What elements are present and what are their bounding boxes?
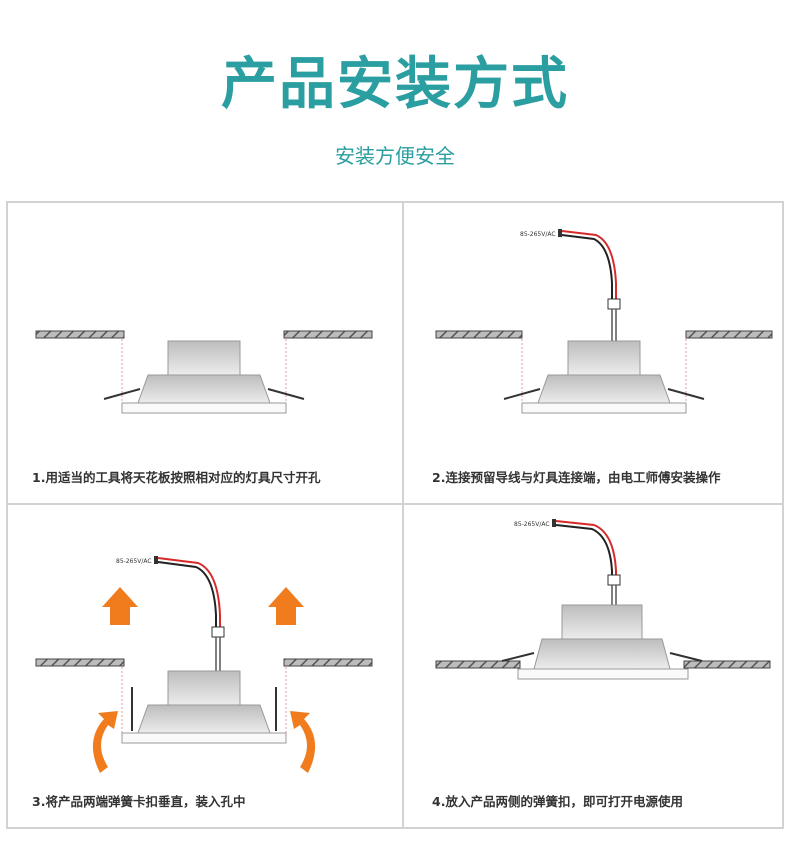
step-4-voltage-label: 85-265V/AC bbox=[514, 521, 550, 528]
wire-end-cap bbox=[154, 556, 158, 564]
step-3-voltage-label: 85-265V/AC bbox=[116, 558, 152, 565]
step-1-illustration bbox=[35, 330, 373, 414]
wire-end-cap bbox=[552, 519, 556, 527]
lamp-trim bbox=[521, 402, 687, 414]
up-arrow-left-icon bbox=[102, 587, 138, 625]
ceiling-right bbox=[283, 330, 373, 339]
wire-black bbox=[157, 561, 217, 629]
lamp-body bbox=[537, 374, 671, 404]
step-2-voltage-label: 85-265V/AC bbox=[520, 231, 556, 238]
page-subtitle: 安装方便安全 bbox=[335, 144, 455, 168]
terminal-block bbox=[607, 298, 621, 310]
step-2-panel: 85-265V/AC 2.连接预留导线与灯具连接端，由电工师傅安装操作 bbox=[404, 203, 790, 503]
page-title: 产品安装方式 bbox=[221, 52, 569, 117]
lamp-driver-box bbox=[167, 670, 241, 706]
lamp-driver-box bbox=[561, 604, 643, 640]
wire-red bbox=[157, 557, 221, 629]
installation-steps-grid: 1.用适当的工具将天花板按照相对应的灯具尺寸开孔 85-265V/AC bbox=[6, 201, 784, 829]
ceiling-right bbox=[283, 658, 373, 667]
lamp-body bbox=[137, 704, 271, 734]
step-3-illustration: 85-265V/AC bbox=[35, 556, 373, 773]
curved-arrow-right-icon bbox=[290, 711, 316, 773]
step-2-illustration: 85-265V/AC bbox=[435, 229, 773, 414]
ceiling-left bbox=[435, 660, 521, 669]
lamp-driver-box bbox=[567, 340, 641, 376]
wire-red bbox=[561, 230, 617, 303]
wire-black bbox=[561, 234, 613, 303]
wire-red bbox=[555, 520, 617, 577]
lamp-body bbox=[137, 374, 271, 404]
wire-end-cap bbox=[558, 229, 562, 237]
wire-black bbox=[555, 524, 613, 577]
spring-clip-right bbox=[669, 652, 703, 662]
step-4-panel: 85-265V/AC 4.放入产品两侧的弹簧扣，即可打开电源使用 bbox=[404, 505, 790, 809]
ceiling-left bbox=[435, 330, 523, 339]
grid-divider-vertical bbox=[402, 203, 404, 827]
lamp-body bbox=[533, 638, 671, 670]
spring-clip-left bbox=[103, 388, 141, 400]
spring-clip-left bbox=[501, 652, 535, 662]
terminal-block bbox=[607, 574, 621, 586]
lamp-trim bbox=[517, 668, 689, 680]
lamp-trim bbox=[121, 402, 287, 414]
step-4-illustration: 85-265V/AC bbox=[435, 519, 771, 680]
ceiling-right bbox=[683, 660, 771, 669]
step-4-caption: 4.放入产品两侧的弹簧扣，即可打开电源使用 bbox=[432, 794, 683, 809]
up-arrow-right-icon bbox=[268, 587, 304, 625]
step-3-panel: 85-265V/AC 3.将产品两端弹簧卡扣垂直，装入孔中 bbox=[8, 505, 400, 809]
terminal-block bbox=[211, 626, 225, 638]
lamp-driver-box bbox=[167, 340, 241, 376]
lamp-trim bbox=[121, 732, 287, 744]
step-1-caption: 1.用适当的工具将天花板按照相对应的灯具尺寸开孔 bbox=[32, 470, 321, 485]
ceiling-left bbox=[35, 330, 125, 339]
step-3-caption: 3.将产品两端弹簧卡扣垂直，装入孔中 bbox=[32, 794, 246, 809]
spring-clip-left bbox=[503, 388, 541, 400]
ceiling-left bbox=[35, 658, 125, 667]
spring-clip-right bbox=[667, 388, 705, 400]
ceiling-right bbox=[685, 330, 773, 339]
spring-clip-right bbox=[267, 388, 305, 400]
step-2-caption: 2.连接预留导线与灯具连接端，由电工师傅安装操作 bbox=[432, 470, 721, 485]
grid-divider-horizontal bbox=[8, 503, 782, 505]
curved-arrow-left-icon bbox=[92, 711, 118, 773]
step-1-panel: 1.用适当的工具将天花板按照相对应的灯具尺寸开孔 bbox=[8, 203, 400, 503]
